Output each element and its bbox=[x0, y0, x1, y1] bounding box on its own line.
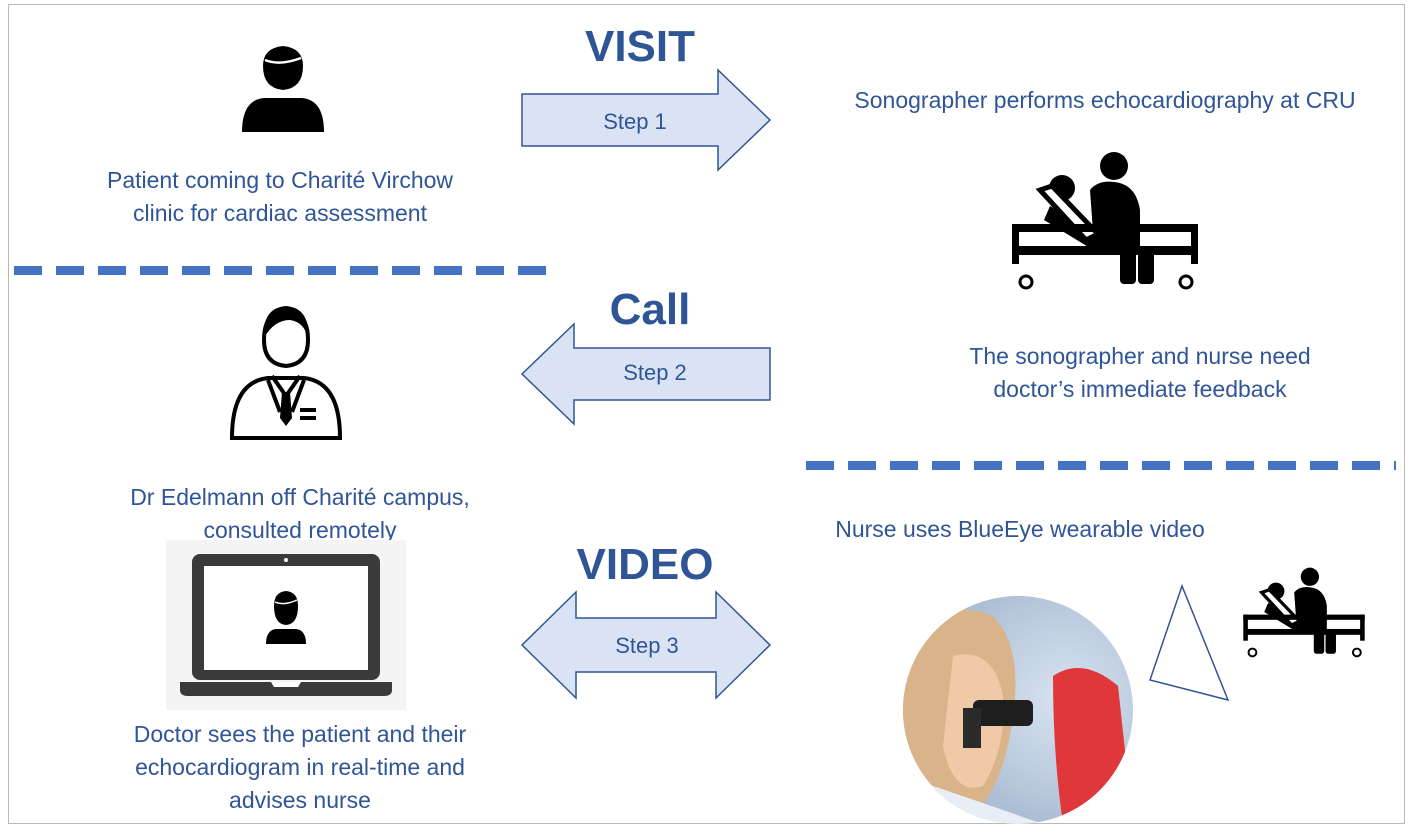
echo-bed-small-icon bbox=[1243, 567, 1365, 658]
step3-label: Step 3 bbox=[615, 633, 679, 658]
doctor-sees-line-1: Doctor sees the patient and their bbox=[133, 721, 467, 747]
divider-mid-right bbox=[806, 461, 1396, 470]
step2-label: Step 2 bbox=[623, 360, 687, 385]
doctor-caption: Dr Edelmann off Charité campus, consulte… bbox=[60, 481, 540, 547]
patient-caption-line-1: Patient coming to Charité Virchow bbox=[106, 167, 454, 193]
patient-caption-line-2: clinic for cardiac assessment bbox=[133, 200, 427, 226]
step2-arrow-left bbox=[520, 322, 771, 426]
doctor-sees-line-3: advises nurse bbox=[229, 787, 371, 813]
doctor-caption-line-1: Dr Edelmann off Charité campus, bbox=[130, 484, 470, 510]
step3-arrow-double bbox=[520, 590, 772, 700]
sonographer-caption: Sonographer performs echocardiography at… bbox=[854, 87, 1356, 113]
doctor-icon bbox=[229, 306, 343, 440]
patient-icon bbox=[242, 46, 324, 132]
need-feedback-line-1: The sonographer and nurse need bbox=[969, 343, 1311, 369]
step1-label: Step 1 bbox=[603, 109, 667, 134]
doctor-sees-caption: Doctor sees the patient and their echoca… bbox=[60, 718, 540, 817]
doctor-caption-line-2: consulted remotely bbox=[203, 517, 397, 543]
visit-header: VISIT bbox=[584, 22, 696, 71]
laptop-icon bbox=[166, 540, 406, 710]
echo-bed-icon bbox=[1012, 152, 1198, 290]
nurse-photo bbox=[903, 596, 1133, 824]
need-feedback-line-2: doctor’s immediate feedback bbox=[993, 376, 1287, 402]
doctor-sees-line-2: echocardiogram in real-time and bbox=[135, 754, 465, 780]
divider-top-left bbox=[14, 266, 550, 275]
step1-arrow-right bbox=[521, 68, 772, 172]
call-header: Call bbox=[609, 285, 691, 334]
speech-pointer bbox=[1149, 583, 1230, 702]
need-feedback-caption: The sonographer and nurse need doctor’s … bbox=[900, 340, 1380, 406]
nurse-caption: Nurse uses BlueEye wearable video bbox=[835, 516, 1205, 542]
patient-caption: Patient coming to Charité Virchow clinic… bbox=[40, 164, 520, 230]
video-header: VIDEO bbox=[576, 540, 714, 589]
diagram-frame bbox=[8, 4, 1405, 824]
